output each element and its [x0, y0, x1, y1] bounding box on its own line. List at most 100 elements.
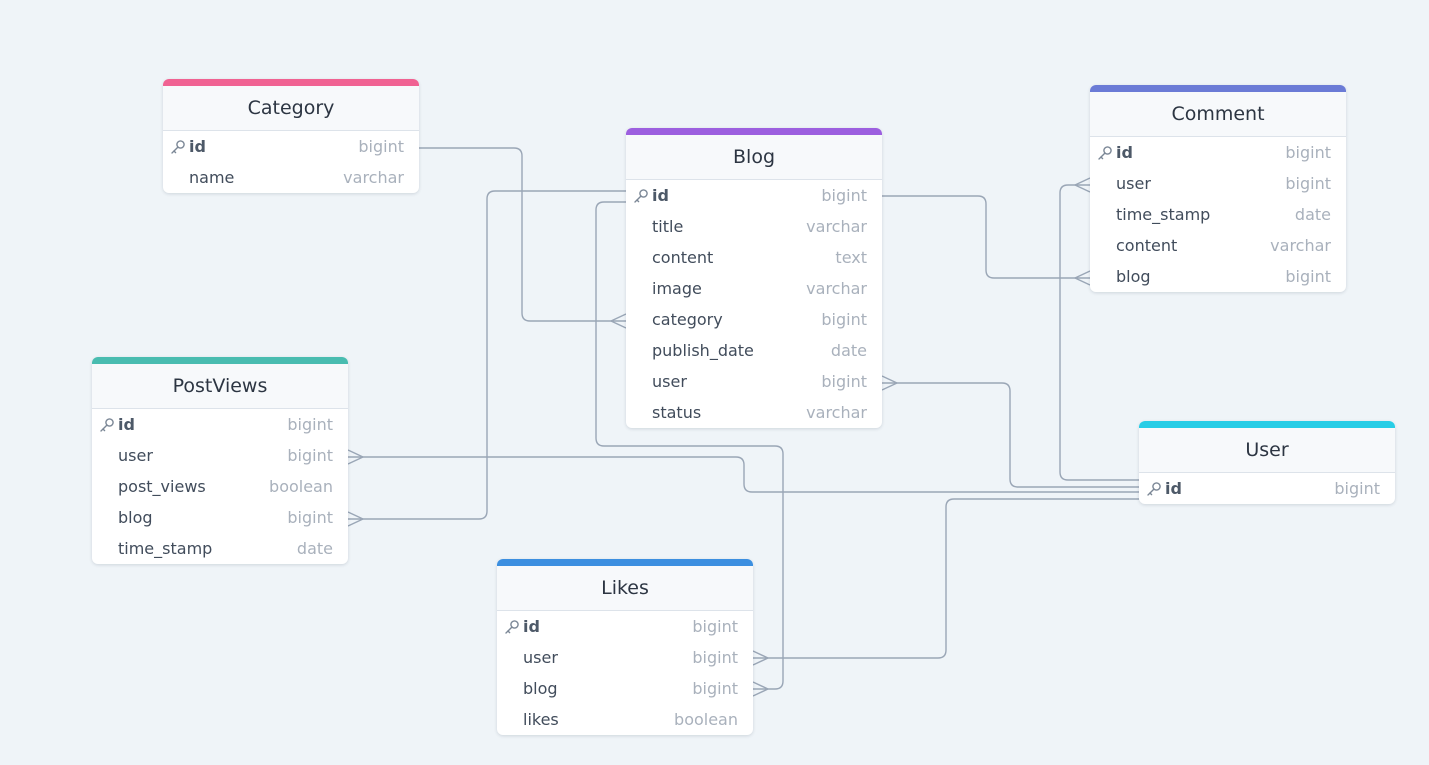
field-type: bigint — [821, 372, 867, 391]
field-row-id[interactable]: id bigint — [1090, 137, 1346, 168]
field-type: bigint — [358, 137, 404, 156]
field-row-post-views[interactable]: post_views boolean — [92, 471, 348, 502]
field-name: id — [1116, 143, 1133, 162]
primary-key-icon — [100, 418, 114, 432]
primary-key-icon — [1147, 482, 1161, 496]
table-title: Comment — [1090, 92, 1346, 137]
field-row-id[interactable]: id bigint — [163, 131, 419, 162]
field-type: date — [296, 539, 333, 558]
field-type: bigint — [1285, 143, 1331, 162]
table-color-bar — [497, 559, 753, 566]
crows-foot-marker — [347, 449, 364, 465]
field-row-blog[interactable]: blog bigint — [497, 673, 753, 704]
field-type: bigint — [287, 508, 333, 527]
field-type: date — [1294, 205, 1331, 224]
table-color-bar — [626, 128, 882, 135]
field-type: boolean — [674, 710, 738, 729]
primary-key-icon — [634, 189, 648, 203]
field-row-status[interactable]: status varchar — [626, 397, 882, 428]
field-name: id — [523, 617, 540, 636]
field-row-time-stamp[interactable]: time_stamp date — [92, 533, 348, 564]
connector-user-postviews — [347, 449, 1139, 493]
field-type: varchar — [343, 168, 404, 187]
field-type: varchar — [806, 403, 867, 422]
field-type: bigint — [692, 679, 738, 698]
field-name: post_views — [118, 477, 206, 496]
field-type: bigint — [287, 446, 333, 465]
field-name: blog — [523, 679, 558, 698]
field-row-user[interactable]: user bigint — [92, 440, 348, 471]
field-row-blog[interactable]: blog bigint — [1090, 261, 1346, 292]
field-type: date — [830, 341, 867, 360]
field-name: name — [189, 168, 235, 187]
field-name: time_stamp — [118, 539, 213, 558]
field-name: category — [652, 310, 723, 329]
field-type: bigint — [821, 310, 867, 329]
crows-foot-marker — [1074, 177, 1091, 193]
field-name: status — [652, 403, 702, 422]
field-row-time-stamp[interactable]: time_stamp date — [1090, 199, 1346, 230]
field-name: image — [652, 279, 702, 298]
field-name: id — [652, 186, 669, 205]
field-row-image[interactable]: image varchar — [626, 273, 882, 304]
connector-user-blog — [881, 375, 1139, 488]
table-color-bar — [92, 357, 348, 364]
field-name: likes — [523, 710, 559, 729]
field-type: boolean — [269, 477, 333, 496]
field-type: text — [835, 248, 867, 267]
crows-foot-marker — [881, 375, 898, 391]
table-color-bar — [1090, 85, 1346, 92]
field-type: varchar — [806, 217, 867, 236]
table-title: Likes — [497, 566, 753, 611]
field-name: time_stamp — [1116, 205, 1211, 224]
field-type: bigint — [1285, 267, 1331, 286]
table-color-bar — [163, 79, 419, 86]
table-color-bar — [1139, 421, 1395, 428]
field-row-content[interactable]: content text — [626, 242, 882, 273]
field-row-publish-date[interactable]: publish_date date — [626, 335, 882, 366]
connector-blog-postviews — [347, 190, 626, 527]
crows-foot-marker — [347, 511, 364, 527]
crows-foot-marker — [1074, 270, 1091, 286]
primary-key-icon — [171, 140, 185, 154]
connector-user-likes — [752, 498, 1139, 666]
crows-foot-marker — [752, 681, 769, 697]
table-title: PostViews — [92, 364, 348, 409]
field-row-name[interactable]: name varchar — [163, 162, 419, 193]
field-type: bigint — [287, 415, 333, 434]
field-type: varchar — [1270, 236, 1331, 255]
field-name: content — [652, 248, 714, 267]
field-type: varchar — [806, 279, 867, 298]
field-name: blog — [1116, 267, 1151, 286]
field-row-category[interactable]: category bigint — [626, 304, 882, 335]
field-row-likes[interactable]: likes boolean — [497, 704, 753, 735]
crows-foot-marker — [610, 313, 627, 329]
field-name: id — [189, 137, 206, 156]
field-type: bigint — [692, 648, 738, 667]
field-name: user — [118, 446, 153, 465]
connector-category-blog — [419, 147, 627, 329]
field-type: bigint — [1334, 479, 1380, 498]
field-name: publish_date — [652, 341, 754, 360]
